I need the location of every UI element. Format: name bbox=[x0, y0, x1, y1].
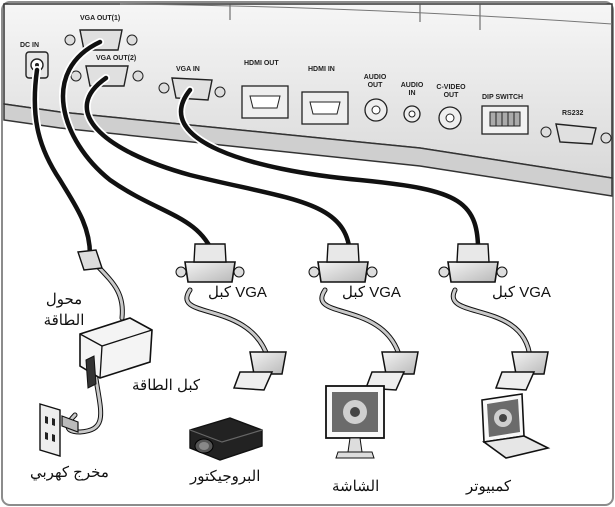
dip-switch[interactable] bbox=[481, 105, 529, 135]
vga-out-2-label: VGA OUT(2) bbox=[96, 55, 137, 62]
laptop-icon bbox=[481, 393, 551, 459]
vga-out-1-label: VGA OUT(1) bbox=[80, 15, 121, 22]
power-adapter-icon bbox=[79, 317, 153, 389]
cables bbox=[30, 38, 533, 435]
projector-icon bbox=[189, 417, 263, 461]
dc-in-label: DC IN bbox=[20, 42, 40, 49]
vga-cable-label-1: كبل VGA bbox=[208, 284, 267, 301]
audio-out-label: AUDIO OUT bbox=[363, 74, 387, 89]
rs232-port[interactable] bbox=[540, 123, 612, 145]
power-adapter-label-line2: الطاقة bbox=[43, 312, 85, 329]
vga-plug-bottom-3 bbox=[494, 351, 549, 391]
vga-plug-1 bbox=[175, 243, 245, 283]
audio-out-port[interactable] bbox=[364, 98, 388, 122]
vga-cable-label-2: كبل VGA bbox=[342, 284, 401, 301]
vga-plug-bottom-1 bbox=[232, 351, 287, 391]
outlet-label: مخرج كهربي bbox=[30, 464, 109, 481]
power-cable-label: كبل الطاقة bbox=[132, 377, 201, 394]
vga-plug-3 bbox=[438, 243, 508, 283]
device-rear-panel bbox=[3, 3, 613, 197]
hdmi-out-port[interactable] bbox=[241, 85, 289, 119]
monitor-icon bbox=[325, 385, 385, 459]
c-video-out-label: C-VIDEO OUT bbox=[436, 84, 466, 99]
audio-in-port[interactable] bbox=[403, 105, 421, 123]
vga-in-label: VGA IN bbox=[176, 66, 200, 73]
vga-plug-2 bbox=[308, 243, 378, 283]
rs232-label: RS232 bbox=[562, 110, 584, 117]
dip-switch-label: DIP SWITCH bbox=[482, 94, 524, 101]
power-adapter-label-line1: محول bbox=[45, 291, 83, 308]
audio-in-label: AUDIO IN bbox=[400, 82, 424, 97]
c-video-out-port[interactable] bbox=[438, 106, 462, 130]
dc-plug bbox=[77, 249, 103, 271]
hdmi-in-label: HDMI IN bbox=[308, 66, 335, 73]
hdmi-out-label: HDMI OUT bbox=[244, 60, 279, 67]
outlet-icon bbox=[39, 403, 79, 457]
monitor-label: الشاشة bbox=[332, 478, 380, 495]
hdmi-in-port[interactable] bbox=[301, 91, 349, 125]
vga-cable-label-3: كبل VGA bbox=[492, 284, 551, 301]
projector-label: البروجيكتور bbox=[190, 468, 261, 485]
computer-label: كمبيوتر bbox=[466, 478, 512, 495]
